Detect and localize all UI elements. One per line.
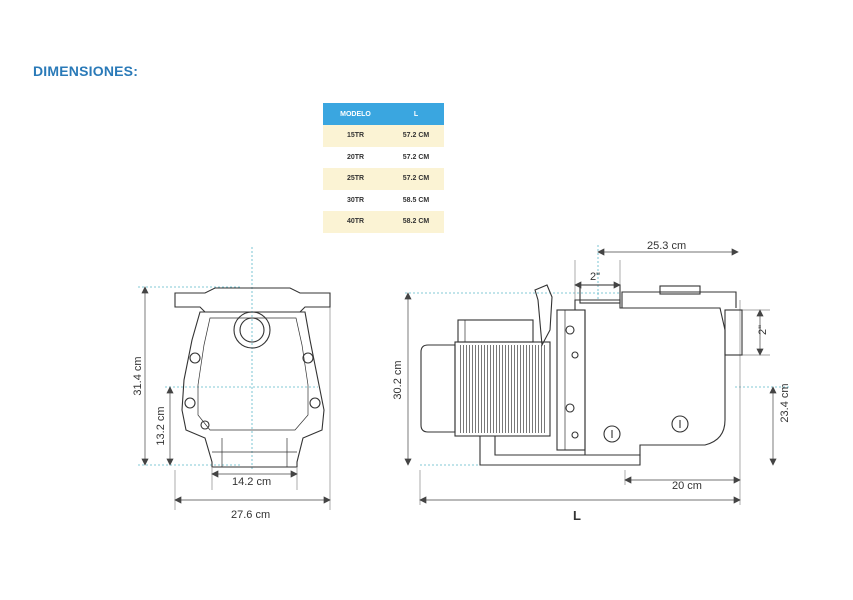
strainer-lid <box>621 291 737 308</box>
side-base-length-label: 20 cm <box>672 480 702 492</box>
motor-flange <box>556 309 586 451</box>
table-cell-length: 57.2 CM <box>388 168 444 190</box>
front-bolt <box>302 352 314 364</box>
front-view <box>138 247 331 510</box>
table-cell-length: 57.2 CM <box>388 125 444 147</box>
motor-ribs <box>460 345 546 433</box>
front-body <box>181 311 325 468</box>
front-bolt <box>200 420 210 430</box>
front-base-width-label: 14.2 cm <box>232 476 272 488</box>
table-row: 20TR 57.2 CM <box>323 146 444 168</box>
front-top-flange <box>174 287 331 313</box>
table-row: 40TR 58.2 CM <box>323 211 444 233</box>
table-row: 30TR 58.5 CM <box>323 189 444 211</box>
motor-end-cap <box>420 344 456 433</box>
table-cell-model: 25TR <box>323 168 388 190</box>
table-cell-model: 15TR <box>323 125 388 147</box>
brand-badge <box>671 415 689 433</box>
table-cell-length: 57.2 CM <box>388 146 444 168</box>
side-inlet-height-label: 23.4 cm <box>779 383 791 423</box>
side-port-width-label: 2" <box>590 271 601 283</box>
section-title: DIMENSIONES: <box>33 63 139 79</box>
front-inner-body <box>197 317 309 431</box>
side-dimension-lines <box>404 248 777 504</box>
front-bolt <box>309 397 321 409</box>
front-outlet-height-label: 13.2 cm <box>155 406 167 446</box>
front-outlet-port-inner <box>239 317 265 343</box>
table-cell-length: 58.2 CM <box>388 211 444 233</box>
front-guide-lines <box>138 247 318 470</box>
table-row: 25TR 57.2 CM <box>323 168 444 190</box>
brand-badge <box>603 425 621 443</box>
table-row: 15TR 57.2 CM <box>323 125 444 147</box>
pump-housing <box>574 299 726 456</box>
table-cell-length: 58.5 CM <box>388 189 444 211</box>
front-bolt <box>184 397 196 409</box>
side-extension-lines <box>419 260 770 505</box>
table-header-length: L <box>388 103 444 125</box>
terminal-box <box>457 319 534 343</box>
front-total-height-label: 31.4 cm <box>132 356 144 396</box>
strainer-lid-top <box>659 285 701 295</box>
lid-handle <box>534 284 553 347</box>
side-port-height-label: 2" <box>757 324 769 336</box>
front-bolt <box>189 352 201 364</box>
motor-foot <box>479 436 641 466</box>
front-dimension-lines <box>141 286 331 504</box>
table-header-model: MODELO <box>323 103 388 125</box>
side-total-height-label: 30.2 cm <box>392 360 404 400</box>
side-view <box>405 245 790 505</box>
front-outlet-port <box>233 311 271 349</box>
models-table: MODELO L 15TR 57.2 CM 20TR 57.2 CM 25TR … <box>323 103 444 233</box>
side-top-length-label: 25.3 cm <box>647 240 687 252</box>
table-cell-model: 30TR <box>323 189 388 211</box>
table-cell-model: 20TR <box>323 146 388 168</box>
side-total-length-label: L <box>573 508 581 523</box>
table-header-row: MODELO L <box>323 103 444 125</box>
inlet-port <box>724 309 743 356</box>
front-extension-lines <box>174 300 331 510</box>
front-total-width-label: 27.6 cm <box>231 509 271 521</box>
table-cell-model: 40TR <box>323 211 388 233</box>
